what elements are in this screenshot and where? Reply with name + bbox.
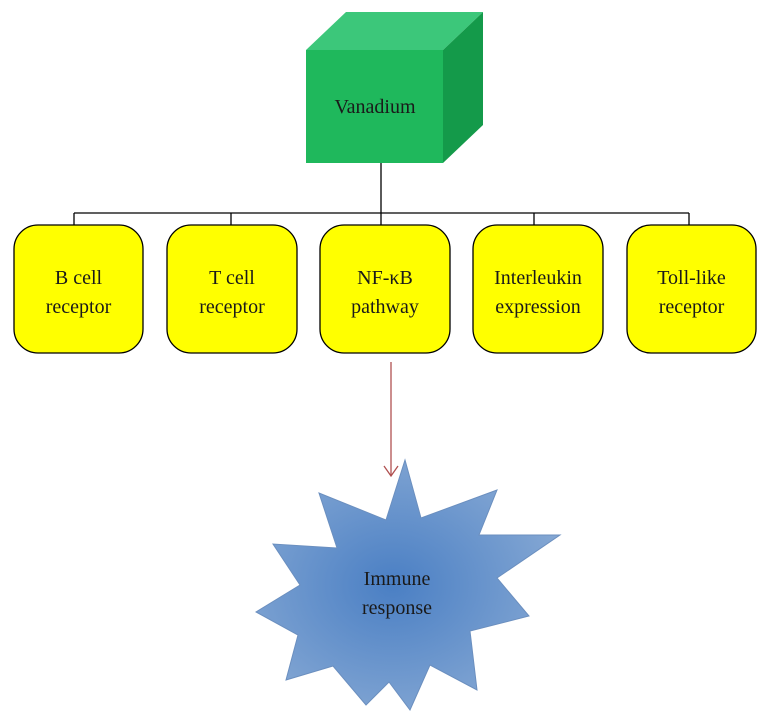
target-label-line-1: T cell xyxy=(209,267,255,289)
target-box-t-cell-receptor: T cell receptor xyxy=(166,224,298,354)
target-label-line-2: expression xyxy=(495,296,581,318)
target-label-line-2: receptor xyxy=(46,296,112,318)
immune-label-line-2: response xyxy=(362,597,432,619)
vanadium-cube: Vanadium xyxy=(306,12,483,163)
immune-response-burst: Immune response xyxy=(255,458,562,711)
cube-side-face xyxy=(443,12,483,163)
target-box-toll-like-receptor: Toll-like receptor xyxy=(626,224,757,354)
target-label-line-1: B cell xyxy=(55,267,103,289)
target-label-line-1: Interleukin xyxy=(494,267,582,289)
target-label-line-1: NF-κB xyxy=(357,267,413,289)
arrow-to-immune-response xyxy=(383,362,399,478)
target-box-shape xyxy=(319,224,451,354)
cube-top-face xyxy=(306,12,483,50)
target-box-b-cell-receptor: B cell receptor xyxy=(13,224,144,354)
immune-label-line-1: Immune xyxy=(364,568,431,590)
target-box-shape xyxy=(472,224,604,354)
cube-front-face xyxy=(306,50,443,163)
target-label-line-2: receptor xyxy=(659,296,725,318)
target-box-shape xyxy=(626,224,757,354)
connector-tree xyxy=(73,163,690,225)
target-box-interleukin-expression: Interleukin expression xyxy=(472,224,604,354)
target-label-line-2: pathway xyxy=(351,296,419,318)
target-label-line-1: Toll-like xyxy=(657,267,726,289)
target-label-line-2: receptor xyxy=(199,296,265,318)
target-box-shape xyxy=(166,224,298,354)
target-box-nf-kb-pathway: NF-κB pathway xyxy=(319,224,451,354)
vanadium-label: Vanadium xyxy=(334,96,416,118)
arrow-head xyxy=(383,465,399,478)
target-box-shape xyxy=(13,224,144,354)
burst-shape xyxy=(255,458,562,711)
